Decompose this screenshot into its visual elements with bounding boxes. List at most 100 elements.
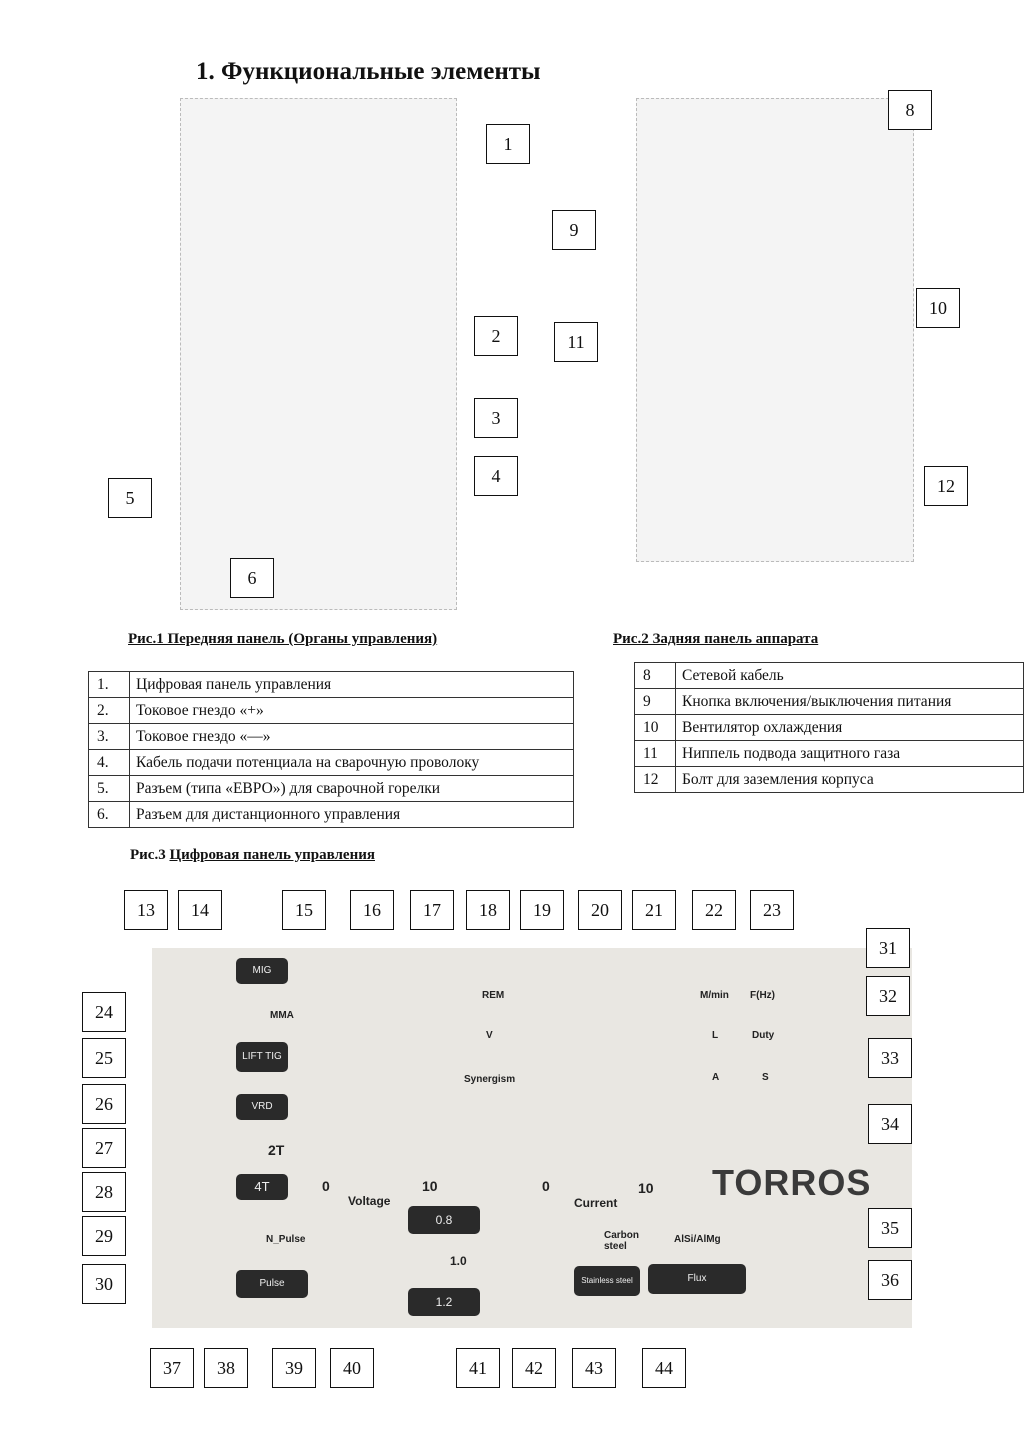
item-description: Разъем для дистанционного управления: [129, 801, 574, 828]
callout-32: 32: [866, 976, 910, 1016]
table-row: 4.Кабель подачи потенциала на сварочную …: [88, 749, 574, 776]
voltage-max: 10: [422, 1178, 438, 1194]
callout-20: 20: [578, 890, 622, 930]
callout-2: 2: [474, 316, 518, 356]
item-number: 6.: [88, 801, 130, 828]
callout-24: 24: [82, 992, 126, 1032]
current-max: 10: [638, 1180, 654, 1196]
item-number: 3.: [88, 723, 130, 750]
callout-15: 15: [282, 890, 326, 930]
brand-logo: TORROS: [712, 1162, 872, 1203]
item-number: 4.: [88, 749, 130, 776]
item-description: Сетевой кабель: [675, 662, 1024, 689]
section-heading: 1. Функциональные элементы: [196, 58, 541, 85]
callout-30: 30: [82, 1264, 126, 1304]
item-description: Ниппель подвода защитного газа: [675, 740, 1024, 767]
callout-17: 17: [410, 890, 454, 930]
callout-22: 22: [692, 890, 736, 930]
item-description: Кнопка включения/выключения питания: [675, 688, 1024, 715]
item-description: Кабель подачи потенциала на сварочную пр…: [129, 749, 574, 776]
table-row: 2.Токовое гнездо «+»: [88, 697, 574, 724]
callout-19: 19: [520, 890, 564, 930]
callout-39: 39: [272, 1348, 316, 1388]
callout-25: 25: [82, 1038, 126, 1078]
callout-37: 37: [150, 1348, 194, 1388]
callout-6: 6: [230, 558, 274, 598]
callout-12: 12: [924, 466, 968, 506]
callout-26: 26: [82, 1084, 126, 1124]
table-row: 6.Разъем для дистанционного управления: [88, 801, 574, 828]
4t-button[interactable]: 4T: [236, 1174, 288, 1200]
current-min: 0: [542, 1178, 550, 1194]
l-label: L: [712, 1030, 719, 1041]
a-label: A: [712, 1072, 720, 1083]
mma-label: MMA: [270, 1010, 294, 1021]
callout-38: 38: [204, 1348, 248, 1388]
synergism-label: Synergism: [464, 1074, 516, 1085]
item-number: 8: [634, 662, 676, 689]
wire-10-label: 1.0: [450, 1254, 467, 1268]
item-description: Разъем (типа «ЕВРО») для сварочной горел…: [129, 775, 574, 802]
voltage-min: 0: [322, 1178, 330, 1194]
lift-tig-button[interactable]: LIFT TIG: [236, 1042, 288, 1072]
callout-3: 3: [474, 398, 518, 438]
callout-11: 11: [554, 322, 598, 362]
n-pulse-label: N_Pulse: [266, 1234, 306, 1245]
alsi-label: AlSi/AlMg: [674, 1234, 721, 1245]
callout-34: 34: [868, 1104, 912, 1144]
fig2-caption: Рис.2 Задняя панель аппарата: [613, 631, 819, 647]
item-number: 11: [634, 740, 676, 767]
voltage-label: Voltage: [348, 1194, 391, 1208]
rem-label: REM: [482, 990, 505, 1001]
callout-31: 31: [866, 928, 910, 968]
fig3-caption: Рис.3 Цифровая панель управления: [130, 847, 375, 863]
table-row: 5.Разъем (типа «ЕВРО») для сварочной гор…: [88, 775, 574, 802]
v-label: V: [486, 1030, 493, 1041]
table-row: 1.Цифровая панель управления: [88, 671, 574, 698]
callout-5: 5: [108, 478, 152, 518]
item-number: 9: [634, 688, 676, 715]
callout-10: 10: [916, 288, 960, 328]
callout-14: 14: [178, 890, 222, 930]
pulse-button[interactable]: Pulse: [236, 1270, 308, 1298]
callout-40: 40: [330, 1348, 374, 1388]
table-row: 3.Токовое гнездо «—»: [88, 723, 574, 750]
callout-43: 43: [572, 1348, 616, 1388]
vrd-button[interactable]: VRD: [236, 1094, 288, 1120]
duty-label: Duty: [752, 1030, 775, 1041]
mig-button[interactable]: MIG: [236, 958, 288, 984]
s-label: S: [762, 1072, 769, 1083]
callout-23: 23: [750, 890, 794, 930]
callout-42: 42: [512, 1348, 556, 1388]
item-number: 1.: [88, 671, 130, 698]
control-panel: MIG LIFT TIG VRD 4T Pulse 0.8 1.2 Stainl…: [152, 948, 912, 1328]
carbon-steel-label: Carbon steel: [604, 1230, 639, 1252]
item-number: 2.: [88, 697, 130, 724]
item-description: Токовое гнездо «—»: [129, 723, 574, 750]
mmin-label: M/min: [700, 990, 729, 1001]
wire-08-button[interactable]: 0.8: [408, 1206, 480, 1234]
callout-16: 16: [350, 890, 394, 930]
callout-41: 41: [456, 1348, 500, 1388]
stainless-button[interactable]: Stainless steel: [574, 1266, 640, 1296]
flux-button[interactable]: Flux: [648, 1264, 746, 1294]
item-description: Болт для заземления корпуса: [675, 766, 1024, 793]
wire-12-button[interactable]: 1.2: [408, 1288, 480, 1316]
callout-28: 28: [82, 1172, 126, 1212]
callout-35: 35: [868, 1208, 912, 1248]
front-panel-photo: [180, 98, 457, 610]
item-description: Токовое гнездо «+»: [129, 697, 574, 724]
callout-21: 21: [632, 890, 676, 930]
callout-13: 13: [124, 890, 168, 930]
callout-44: 44: [642, 1348, 686, 1388]
item-description: Вентилятор охлаждения: [675, 714, 1024, 741]
callout-18: 18: [466, 890, 510, 930]
callout-9: 9: [552, 210, 596, 250]
